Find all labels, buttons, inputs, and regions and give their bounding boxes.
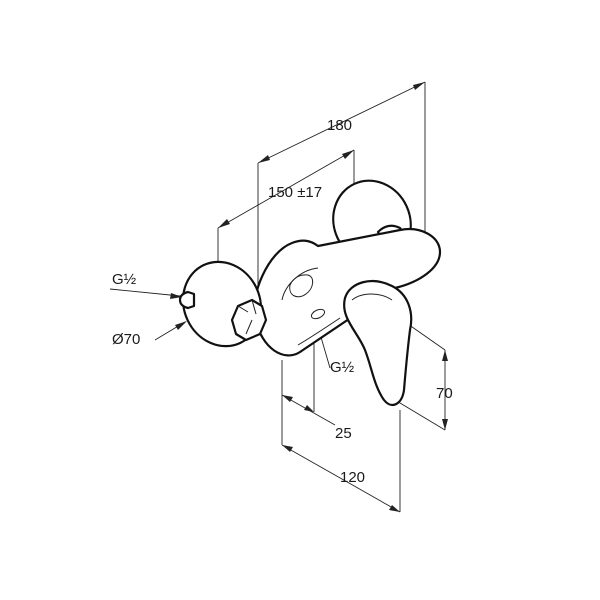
- label-150: 150 ±17: [268, 184, 322, 201]
- dimension-25: [281, 394, 336, 426]
- label-70: 70: [436, 385, 453, 402]
- dimension-70-lever: [442, 350, 448, 430]
- extension-lines: [217, 82, 446, 512]
- lever-handle: [343, 280, 413, 407]
- label-25: 25: [335, 425, 352, 442]
- label-diameter: Ø70: [112, 331, 140, 348]
- front-rosette: [178, 260, 268, 348]
- label-g-outlet: G½: [330, 359, 355, 376]
- leader-diameter: [154, 321, 187, 341]
- label-120: 120: [340, 469, 365, 486]
- dimension-150: [217, 149, 355, 229]
- dimension-120: [281, 444, 401, 513]
- leader-g-inlet: [109, 288, 182, 299]
- label-180: 180: [327, 117, 352, 134]
- label-g-inlet: G½: [112, 271, 137, 288]
- dimension-180: [257, 81, 426, 164]
